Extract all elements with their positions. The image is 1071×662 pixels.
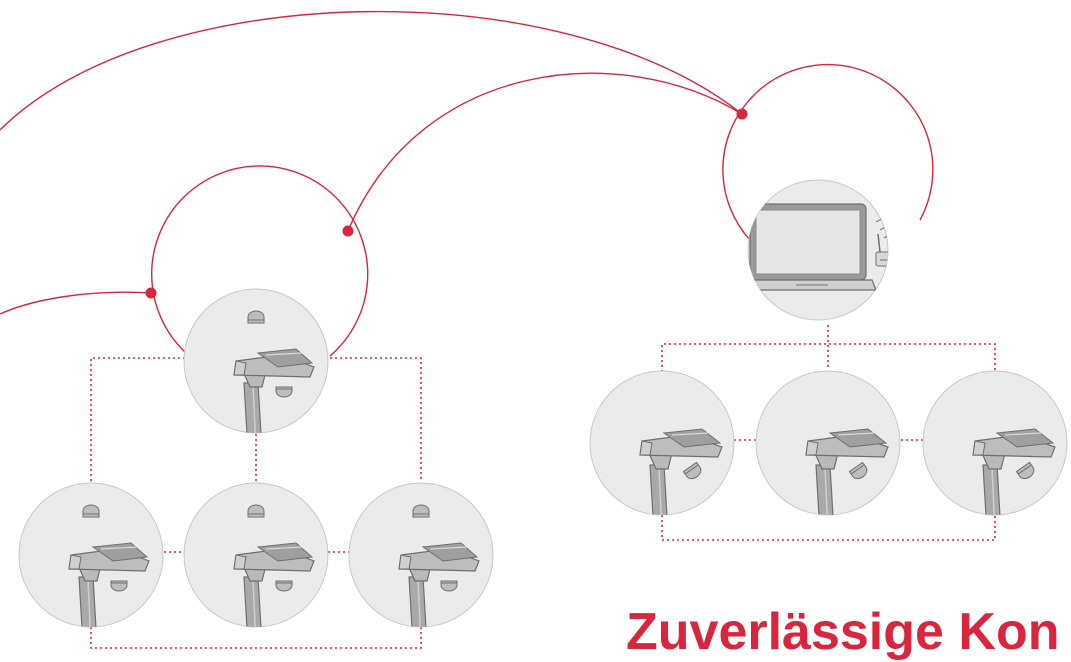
connection-lines (0, 10, 934, 357)
junction-dot-gateway (736, 108, 748, 120)
junction-dot-left (145, 287, 157, 299)
lamp-node-center (184, 483, 328, 645)
lamp-node-r2 (756, 371, 900, 533)
gateway-ring (722, 63, 934, 241)
lamp-node-master (184, 289, 328, 451)
lamp-node-right (349, 483, 493, 645)
cluster-ring (151, 165, 369, 357)
link-left-in (0, 291, 152, 315)
mesh-links-right (661, 325, 996, 541)
gateway-node (747, 179, 889, 321)
lamp-node-r1 (590, 371, 734, 533)
headline: Zuverlässige Kon (626, 603, 1060, 661)
lamp-node-left (19, 483, 163, 645)
link-arc-mid (347, 72, 743, 232)
laptop-icon (748, 203, 877, 291)
wifi-router-icon (875, 215, 888, 267)
link-arc-top (0, 10, 743, 131)
mesh-links-left (90, 357, 422, 649)
junction-dot-ring (342, 225, 354, 237)
lamp-node-r3 (923, 371, 1067, 533)
